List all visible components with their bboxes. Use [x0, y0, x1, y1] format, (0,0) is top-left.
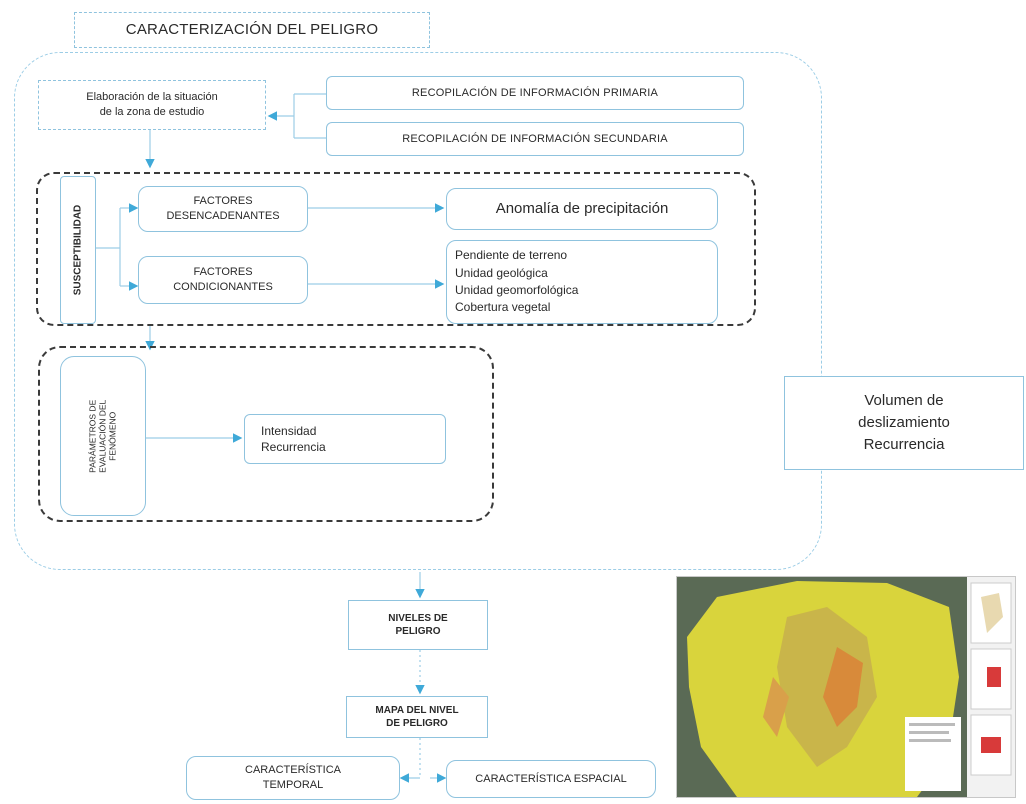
conditioning-list-box: Pendiente de terreno Unidad geológica Un…	[446, 240, 718, 324]
susceptibility-group	[36, 172, 756, 326]
conditioning-factors-box: FACTORES CONDICIONANTES	[138, 256, 308, 304]
hazard-levels-box: NIVELES DE PELIGRO	[348, 600, 488, 650]
volume-box: Volumen de deslizamiento Recurrencia	[784, 376, 1024, 470]
hazard-map-text: MAPA DEL NIVEL DE PELIGRO	[375, 704, 459, 730]
parameters-group	[38, 346, 494, 522]
susceptibility-label: SUSCEPTIBILIDAD	[72, 204, 83, 296]
conditioning-factors-text: FACTORES CONDICIONANTES	[173, 266, 273, 293]
precipitation-box: Anomalía de precipitación	[446, 188, 718, 230]
trigger-factors-text: FACTORES DESENCADENANTES	[166, 195, 280, 222]
hazard-map-graphic	[677, 577, 1015, 797]
parameters-label: PARÁMETROS DE EVALUACIÓN DEL FENÓMENO	[87, 399, 119, 473]
hazard-map-box: MAPA DEL NIVEL DE PELIGRO	[346, 696, 488, 738]
diagram-title-text: CARACTERIZACIÓN DEL PELIGRO	[125, 20, 379, 38]
primary-info-box: RECOPILACIÓN DE INFORMACIÓN PRIMARIA	[326, 76, 744, 110]
spatial-box: CARACTERÍSTICA ESPACIAL	[446, 760, 656, 798]
primary-info-text: RECOPILACIÓN DE INFORMACIÓN PRIMARIA	[411, 86, 659, 99]
hazard-map-image	[676, 576, 1016, 798]
study-area-box: Elaboración de la situación de la zona d…	[38, 80, 266, 130]
temporal-box: CARACTERÍSTICA TEMPORAL	[186, 756, 400, 800]
volume-text: Volumen de deslizamiento Recurrencia	[858, 392, 950, 453]
precipitation-text: Anomalía de precipitación	[495, 199, 669, 217]
trigger-factors-box: FACTORES DESENCADENANTES	[138, 186, 308, 232]
parameters-list-box: Intensidad Recurrencia	[244, 414, 446, 464]
secondary-info-box: RECOPILACIÓN DE INFORMACIÓN SECUNDARIA	[326, 122, 744, 156]
spatial-text: CARACTERÍSTICA ESPACIAL	[475, 772, 627, 785]
parameters-label-box: PARÁMETROS DE EVALUACIÓN DEL FENÓMENO	[60, 356, 146, 516]
susceptibility-label-box: SUSCEPTIBILIDAD	[60, 176, 96, 324]
diagram-title: CARACTERIZACIÓN DEL PELIGRO	[74, 12, 430, 48]
parameters-list-text: Intensidad Recurrencia	[261, 423, 326, 454]
conditioning-list-text: Pendiente de terreno Unidad geológica Un…	[455, 248, 579, 315]
study-area-text: Elaboración de la situación de la zona d…	[86, 91, 218, 118]
temporal-text: CARACTERÍSTICA TEMPORAL	[245, 764, 341, 791]
hazard-levels-text: NIVELES DE PELIGRO	[388, 612, 448, 638]
secondary-info-text: RECOPILACIÓN DE INFORMACIÓN SECUNDARIA	[402, 132, 668, 145]
hazard-characterization-group	[14, 52, 822, 570]
